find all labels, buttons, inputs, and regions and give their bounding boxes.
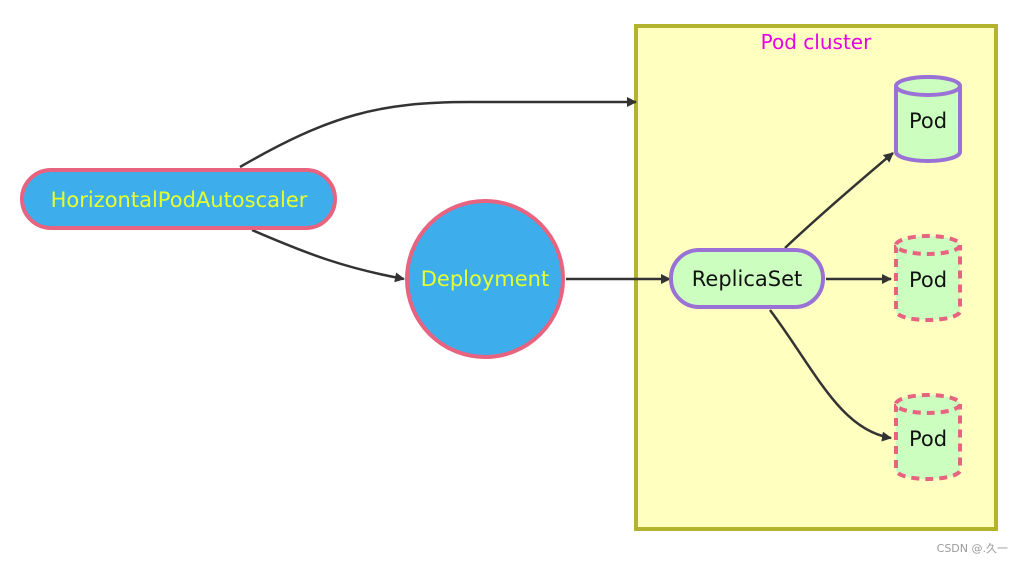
edge-hpa-to-deployment [251, 228, 405, 283]
pod-node-pending: Pod [894, 393, 962, 481]
replicaset-label: ReplicaSet [692, 267, 802, 291]
edge-hpa-to-cluster [239, 97, 637, 169]
watermark: CSDN @.久一 [936, 542, 1008, 555]
pod-node-pending: Pod [894, 234, 962, 322]
pod-label: Pod [909, 268, 947, 292]
deployment-node: Deployment [405, 199, 565, 359]
pod-cluster-title: Pod cluster [761, 30, 872, 54]
edge-replicaset-to-pod-1 [784, 152, 894, 249]
deployment-label: Deployment [421, 267, 549, 291]
edges [239, 97, 894, 442]
pod-label: Pod [909, 109, 947, 133]
hpa-node: HorizontalPodAutoscaler [20, 168, 337, 230]
edge-replicaset-to-pod-3 [768, 309, 892, 442]
replicaset-node: ReplicaSet [669, 248, 825, 309]
pod-node-running: Pod [894, 75, 962, 163]
pod-label: Pod [909, 427, 947, 451]
hpa-label: HorizontalPodAutoscaler [51, 188, 308, 212]
